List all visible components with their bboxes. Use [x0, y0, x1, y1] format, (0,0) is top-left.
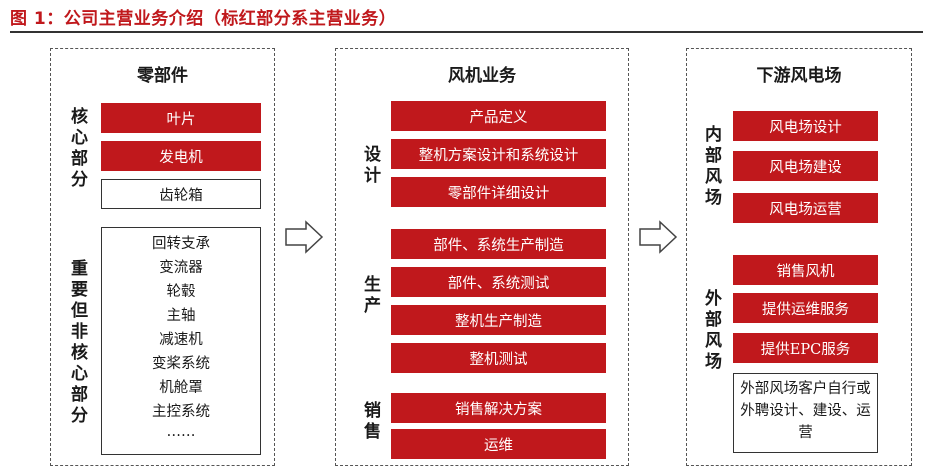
- panel-parts: 零部件 核心部分 叶片 发电机 齿轮箱 重要但非核心部分 回转支承 变流器 轮毂…: [50, 48, 275, 466]
- internal-item: 风电场运营: [733, 193, 878, 223]
- arrow-right-icon: [285, 220, 324, 254]
- title-rule: [10, 31, 923, 33]
- panel-farm: 下游风电场 内部风场 风电场设计 风电场建设 风电场运营 外部风场 销售风机 提…: [686, 48, 912, 466]
- important-label: 重要但非核心部分: [67, 259, 87, 427]
- list-item: 主控系统: [152, 404, 210, 420]
- design-label: 设计: [360, 145, 380, 187]
- internal-label: 内部风场: [701, 125, 721, 209]
- list-item: ……: [166, 424, 196, 440]
- external-label: 外部风场: [701, 289, 721, 373]
- core-label: 核心部分: [67, 107, 87, 191]
- design-item: 零部件详细设计: [391, 177, 606, 207]
- production-label: 生产: [360, 275, 380, 317]
- core-item-generator: 发电机: [101, 141, 261, 171]
- production-item: 整机生产制造: [391, 305, 606, 335]
- panel-turbine-title: 风机业务: [448, 66, 516, 86]
- external-item: 提供EPC服务: [733, 333, 878, 363]
- sales-label: 销售: [360, 401, 380, 443]
- arrow-right-icon: [639, 220, 678, 254]
- list-item: 回转支承: [152, 236, 210, 252]
- sales-item: 销售解决方案: [391, 393, 606, 423]
- list-item: 变流器: [159, 260, 203, 276]
- list-item: 变桨系统: [152, 356, 210, 372]
- external-item: 销售风机: [733, 255, 878, 285]
- list-item: 减速机: [159, 332, 203, 348]
- design-item: 产品定义: [391, 101, 606, 131]
- production-item: 整机测试: [391, 343, 606, 373]
- list-item: 主轴: [166, 308, 196, 324]
- list-item: 轮毂: [166, 284, 196, 300]
- design-item: 整机方案设计和系统设计: [391, 139, 606, 169]
- panel-parts-title: 零部件: [137, 66, 188, 86]
- internal-item: 风电场建设: [733, 151, 878, 181]
- panel-turbine: 风机业务 设计 产品定义 整机方案设计和系统设计 零部件详细设计 生产 部件、系…: [335, 48, 629, 466]
- figure-title: 图 1：公司主营业务介绍（标红部分系主营业务）: [10, 9, 397, 29]
- important-list: 回转支承 变流器 轮毂 主轴 减速机 变桨系统 机舱罩 主控系统 ……: [101, 227, 261, 455]
- external-item: 提供运维服务: [733, 293, 878, 323]
- core-item-gearbox: 齿轮箱: [101, 179, 261, 209]
- external-note: 外部风场客户自行或外聘设计、建设、运营: [733, 373, 878, 453]
- production-item: 部件、系统生产制造: [391, 229, 606, 259]
- core-item-blade: 叶片: [101, 103, 261, 133]
- list-item: 机舱罩: [159, 380, 203, 396]
- sales-item: 运维: [391, 429, 606, 459]
- internal-item: 风电场设计: [733, 111, 878, 141]
- panel-farm-title: 下游风电场: [756, 66, 842, 86]
- production-item: 部件、系统测试: [391, 267, 606, 297]
